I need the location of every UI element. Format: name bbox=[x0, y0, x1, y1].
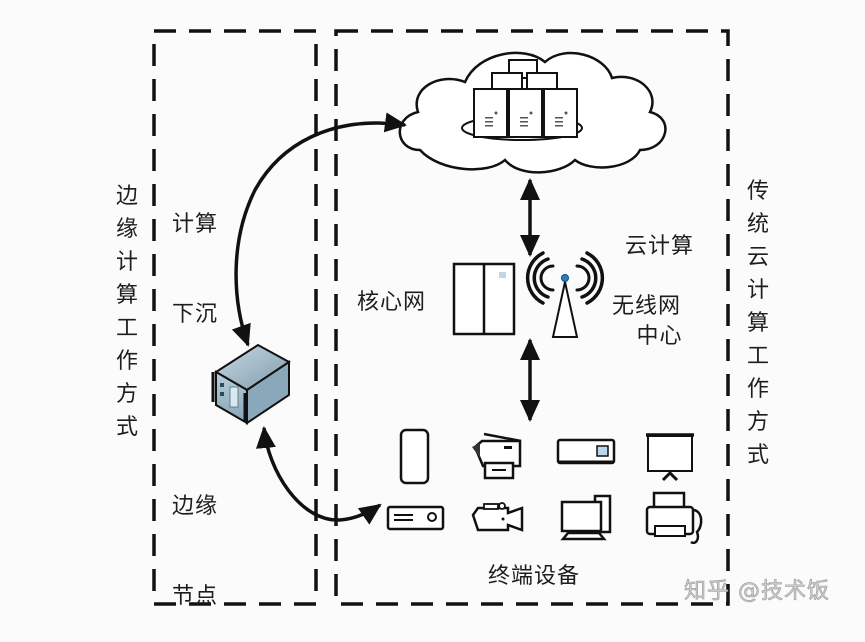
cloud-computing-center-icon bbox=[398, 51, 667, 174]
wireless-antenna-icon bbox=[525, 251, 605, 338]
compute-sink-arrow bbox=[231, 112, 407, 347]
edge-node-server-icon bbox=[211, 343, 291, 425]
compute-sink-line-1: 计算 bbox=[172, 212, 219, 237]
wireless-network-label: 无线网 bbox=[612, 294, 682, 319]
compute-sink-label: 计算 下沉 bbox=[172, 150, 218, 360]
projector-icon bbox=[556, 438, 616, 465]
terminal-devices-label: 终端设备 bbox=[488, 564, 581, 589]
vertical-label-char: 作 bbox=[746, 377, 769, 402]
smartphone-icon bbox=[399, 428, 430, 485]
projection-screen-icon bbox=[646, 433, 694, 482]
core-network-switch-icon bbox=[452, 262, 516, 336]
fax-machine-icon bbox=[645, 491, 703, 545]
traditional-cloud-box bbox=[334, 29, 730, 606]
vertical-label-char: 式 bbox=[115, 415, 138, 440]
server-rack-icon bbox=[473, 88, 578, 138]
core-network-label: 核心网 bbox=[357, 290, 427, 315]
traditional-cloud-mode-label: 传统云计算工作方式 bbox=[745, 175, 771, 472]
vertical-label-char: 缘 bbox=[115, 217, 138, 242]
vertical-label-char: 工 bbox=[746, 344, 769, 369]
compute-sink-line-2: 下沉 bbox=[172, 302, 219, 327]
vertical-label-char: 传 bbox=[746, 179, 769, 204]
cloud-center-line-1: 云计算 bbox=[625, 234, 695, 259]
edge-computing-box bbox=[152, 29, 318, 606]
edge-node-line-2: 节点 bbox=[172, 584, 219, 609]
vertical-label-char: 作 bbox=[115, 349, 138, 374]
edge-node-line-1: 边缘 bbox=[172, 494, 219, 519]
vertical-label-char: 算 bbox=[115, 283, 138, 308]
edge-node-label: 边缘 节点 bbox=[172, 432, 218, 642]
vertical-label-char: 工 bbox=[115, 316, 138, 341]
video-camera-icon bbox=[471, 502, 524, 532]
vertical-label-char: 统 bbox=[746, 212, 769, 237]
vertical-label-char: 方 bbox=[115, 382, 138, 407]
desktop-computer-icon bbox=[560, 494, 612, 541]
edge-terminal-arrow bbox=[255, 426, 382, 525]
vertical-label-char: 计 bbox=[115, 250, 138, 275]
cloud-center-line-2: 中心 bbox=[636, 324, 683, 349]
watermark: 知乎 @技术饭 bbox=[684, 579, 830, 605]
vertical-label-char: 式 bbox=[746, 443, 769, 468]
vertical-label-char: 计 bbox=[746, 278, 769, 303]
diagram-canvas bbox=[152, 29, 730, 606]
vertical-label-char: 边 bbox=[115, 184, 138, 209]
vertical-label-char: 方 bbox=[746, 410, 769, 435]
vertical-label-char: 云 bbox=[746, 245, 769, 270]
vertical-label-char: 算 bbox=[746, 311, 769, 336]
multifunction-printer-icon bbox=[472, 432, 522, 480]
set-top-box-icon bbox=[386, 505, 445, 531]
cloud-center-label: 云计算 中心 bbox=[625, 172, 694, 382]
edge-computing-mode-label: 边缘计算工作方式 bbox=[114, 180, 140, 444]
